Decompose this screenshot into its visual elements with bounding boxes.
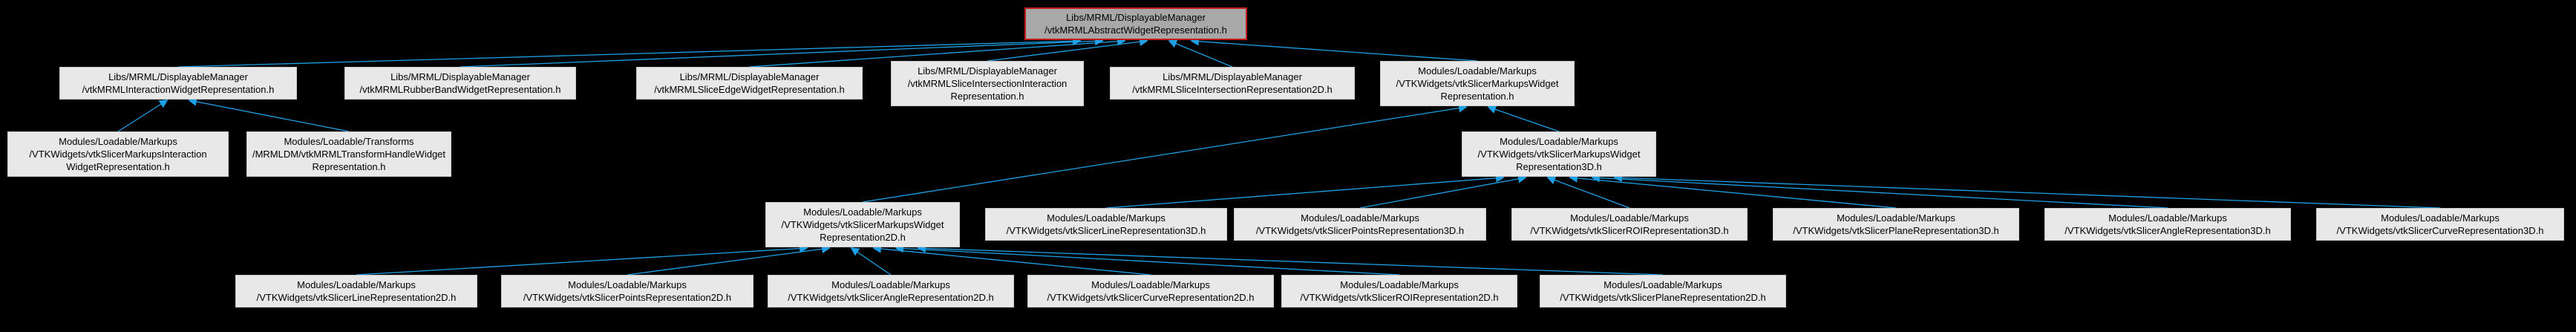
node-label-line: Representation.h (312, 161, 386, 172)
node-label-line: Representation2D.h (820, 232, 906, 243)
graph-edge-slicer-points-representation-2d-to-slicer-markups-widget-representation-2d (627, 244, 831, 276)
node-label-line: /vtkMRMLSliceEdgeWidgetRepresentation.h (654, 84, 845, 95)
graph-node-slicer-curve-representation-3d[interactable]: Modules/Loadable/Markups/VTKWidgets/vtkS… (2316, 208, 2564, 241)
graph-node-slicer-markups-widget-representation-2d[interactable]: Modules/Loadable/Markups/VTKWidgets/vtkS… (765, 202, 960, 247)
node-label-line: Modules/Loadable/Markups (1301, 212, 1419, 224)
node-label-line: Modules/Loadable/Markups (1837, 212, 1955, 224)
graph-node-slicer-markups-widget-representation-3d[interactable]: Modules/Loadable/Markups/VTKWidgets/vtkS… (1462, 131, 1656, 177)
graph-edge-slice-edge-widget-representation-to-abstract-widget-representation (749, 36, 1126, 68)
node-label-line: /vtkMRMLSliceIntersectionRepresentation2… (1132, 84, 1333, 95)
graph-node-mrml-transform-handle-widget-representation[interactable]: Modules/Loadable/Transforms/MRMLDM/vtkMR… (246, 131, 451, 177)
node-label-line: /VTKWidgets/vtkSlicerPointsRepresentatio… (1255, 225, 1465, 236)
node-label-line: Modules/Loadable/Markups (297, 279, 416, 290)
node-label-line: Libs/MRML/DisplayableManager (390, 71, 530, 82)
graph-node-rubber-band-widget-representation[interactable]: Libs/MRML/DisplayableManager/vtkMRMLRubb… (344, 67, 576, 100)
node-label-line: /VTKWidgets/vtkSlicerMarkupsWidget (1477, 149, 1641, 160)
node-label-line: Representation.h (950, 91, 1024, 102)
node-label-line: /VTKWidgets/vtkSlicerMarkupsWidget (1396, 78, 1559, 89)
graph-edge-slicer-angle-representation-2d-to-slicer-markups-widget-representation-2d (850, 247, 892, 276)
graph-edge-slicer-plane-representation-3d-to-slicer-markups-widget-representation-3d (1569, 174, 1897, 209)
node-label-line: Modules/Loadable/Markups (568, 279, 687, 290)
graph-node-slicer-roi-representation-3d[interactable]: Modules/Loadable/Markups/VTKWidgets/vtkS… (1511, 208, 1748, 241)
node-label-line: /VTKWidgets/vtkSlicerAngleRepresentation… (788, 292, 994, 303)
graph-edge-slicer-angle-representation-3d-to-slicer-markups-widget-representation-3d (1591, 173, 2168, 209)
graph-node-slicer-angle-representation-2d[interactable]: Modules/Loadable/Markups/VTKWidgets/vtkS… (768, 275, 1014, 307)
graph-edge-slicer-markups-widget-representation-to-abstract-widget-representation (1190, 36, 1478, 62)
graph-node-slicer-curve-representation-2d[interactable]: Modules/Loadable/Markups/VTKWidgets/vtkS… (1027, 275, 1274, 307)
graph-edge-slice-intersection-interaction-representation-to-abstract-widget-representation (987, 37, 1148, 62)
graph-edge-slicer-roi-representation-2d-to-slicer-markups-widget-representation-2d (895, 244, 1400, 276)
graph-node-slicer-markups-interaction-widget-representation[interactable]: Modules/Loadable/Markups/VTKWidgets/vtkS… (7, 131, 229, 177)
node-label-line: Modules/Loadable/Markups (803, 206, 922, 218)
node-label-line: Libs/MRML/DisplayableManager (918, 65, 1057, 77)
graph-node-slicer-points-representation-2d[interactable]: Modules/Loadable/Markups/VTKWidgets/vtkS… (501, 275, 753, 307)
graph-edge-rubber-band-widget-representation-to-abstract-widget-representation (460, 36, 1104, 68)
graph-edge-mrml-transform-handle-widget-representation-to-mrml-interaction-widget-representation (188, 97, 350, 132)
graph-node-mrml-interaction-widget-representation[interactable]: Libs/MRML/DisplayableManager/vtkMRMLInte… (59, 67, 297, 100)
node-label-line: /VTKWidgets/vtkSlicerAngleRepresentation… (2065, 225, 2271, 236)
graph-edge-slicer-markups-widget-representation-3d-to-slicer-markups-widget-representation (1487, 105, 1560, 132)
node-label-line: Representation.h (1440, 91, 1514, 102)
node-label-line: Modules/Loadable/Markups (2381, 212, 2500, 224)
graph-node-slicer-line-representation-3d[interactable]: Modules/Loadable/Markups/VTKWidgets/vtkS… (985, 208, 1227, 241)
graph-node-slicer-points-representation-3d[interactable]: Modules/Loadable/Markups/VTKWidgets/vtkS… (1234, 208, 1486, 241)
graph-edge-slicer-line-representation-2d-to-slicer-markups-widget-representation-2d (356, 244, 808, 276)
node-label-line: /VTKWidgets/vtkSlicerPlaneRepresentation… (1793, 225, 1999, 236)
graph-node-slicer-angle-representation-3d[interactable]: Modules/Loadable/Markups/VTKWidgets/vtkS… (2044, 208, 2291, 241)
graph-edge-slicer-markups-widget-representation-2d-to-slicer-markups-widget-representation (862, 103, 1468, 203)
node-label-line: Libs/MRML/DisplayableManager (1066, 12, 1206, 23)
node-label-line: Modules/Loadable/Markups (1604, 279, 1722, 290)
graph-edge-slicer-points-representation-3d-to-slicer-markups-widget-representation-3d (1359, 175, 1527, 209)
node-label-line: /vtkMRMLInteractionWidgetRepresentation.… (82, 84, 275, 95)
node-label-line: /MRMLDM/vtkMRMLTransformHandleWidget (252, 149, 446, 160)
node-label-line: /VTKWidgets/vtkSlicerROIRepresentation3D… (1530, 225, 1729, 236)
node-label-line: /VTKWidgets/vtkSlicerROIRepresentation2D… (1300, 292, 1499, 303)
graph-node-slicer-markups-widget-representation[interactable]: Modules/Loadable/Markups/VTKWidgets/vtkS… (1380, 61, 1575, 106)
node-label-line: /VTKWidgets/vtkSlicerCurveRepresentation… (1047, 292, 1255, 303)
node-label-line: /VTKWidgets/vtkSlicerLineRepresentation3… (1006, 225, 1206, 236)
node-label-line: /VTKWidgets/vtkSlicerPointsRepresentatio… (523, 292, 732, 303)
graph-edge-slicer-line-representation-3d-to-slicer-markups-widget-representation-3d (1105, 173, 1505, 209)
graph-edge-mrml-interaction-widget-representation-to-abstract-widget-representation (177, 36, 1082, 68)
node-label-line: /VTKWidgets/vtkSlicerMarkupsWidget (781, 219, 944, 230)
graph-edge-slicer-roi-representation-3d-to-slicer-markups-widget-representation-3d (1546, 175, 1630, 209)
node-label-line: Modules/Loadable/Markups (2108, 212, 2227, 224)
graph-node-slice-intersection-interaction-representation[interactable]: Libs/MRML/DisplayableManager/vtkMRMLSlic… (891, 61, 1084, 106)
node-label-line: Modules/Loadable/Markups (1047, 212, 1166, 224)
graph-node-slice-intersection-representation-2d[interactable]: Libs/MRML/DisplayableManager/vtkMRMLSlic… (1110, 67, 1355, 100)
graph-edge-slicer-markups-interaction-widget-representation-to-mrml-interaction-widget-representation (117, 100, 169, 132)
node-label-line: /VTKWidgets/vtkSlicerCurveRepresentation… (2336, 225, 2544, 236)
node-label-line: /VTKWidgets/vtkSlicerLineRepresentation2… (256, 292, 457, 303)
graph-edge-slicer-curve-representation-3d-to-slicer-markups-widget-representation-3d (1613, 173, 2441, 209)
graph-edge-slicer-plane-representation-2d-to-slicer-markups-widget-representation-2d (917, 244, 1664, 276)
node-label-line: Representation3D.h (1516, 161, 1602, 172)
graph-node-abstract-widget-representation[interactable]: Libs/MRML/DisplayableManager/vtkMRMLAbst… (1024, 7, 1247, 40)
node-label-line: WidgetRepresentation.h (66, 161, 170, 172)
node-label-line: Modules/Loadable/Markups (1500, 136, 1618, 147)
graph-node-slicer-plane-representation-3d[interactable]: Modules/Loadable/Markups/VTKWidgets/vtkS… (1773, 208, 2019, 241)
node-label-line: Modules/Loadable/Markups (1418, 65, 1537, 77)
node-label-line: /VTKWidgets/vtkSlicerMarkupsInteraction (29, 149, 207, 160)
node-label-line: Libs/MRML/DisplayableManager (108, 71, 248, 82)
node-label-line: Modules/Loadable/Transforms (284, 136, 414, 147)
node-label-line: Libs/MRML/DisplayableManager (1163, 71, 1302, 82)
node-label-line: /vtkMRMLAbstractWidgetRepresentation.h (1045, 25, 1227, 36)
node-label-line: Modules/Loadable/Markups (831, 279, 950, 290)
graph-node-slicer-roi-representation-2d[interactable]: Modules/Loadable/Markups/VTKWidgets/vtkS… (1281, 275, 1517, 307)
graph-node-slicer-plane-representation-2d[interactable]: Modules/Loadable/Markups/VTKWidgets/vtkS… (1540, 275, 1786, 307)
node-label-line: Modules/Loadable/Markups (1091, 279, 1210, 290)
node-label-line: /vtkMRMLSliceIntersectionInteraction (907, 78, 1068, 89)
node-label-line: Modules/Loadable/Markups (59, 136, 177, 147)
node-label-line: /vtkMRMLRubberBandWidgetRepresentation.h (359, 84, 561, 95)
graph-node-slicer-line-representation-2d[interactable]: Modules/Loadable/Markups/VTKWidgets/vtkS… (235, 275, 477, 307)
graph-edge-slice-intersection-representation-2d-to-abstract-widget-representation (1168, 39, 1233, 68)
node-label-line: Modules/Loadable/Markups (1570, 212, 1689, 224)
node-label-line: Modules/Loadable/Markups (1340, 279, 1459, 290)
graph-node-slice-edge-widget-representation[interactable]: Libs/MRML/DisplayableManager/vtkMRMLSlic… (636, 67, 863, 100)
node-label-line: /VTKWidgets/vtkSlicerPlaneRepresentation… (1560, 292, 1766, 303)
node-label-line: Libs/MRML/DisplayableManager (679, 71, 820, 82)
